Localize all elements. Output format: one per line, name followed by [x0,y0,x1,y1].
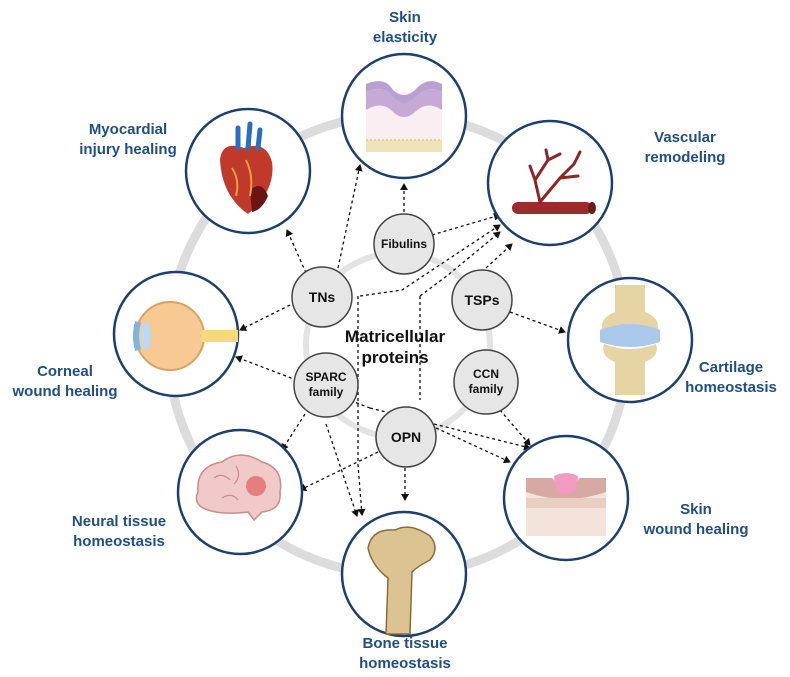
ccn-node-circle [453,349,519,415]
center-title-line1: Matricellular [344,327,446,346]
opn-label: OPN [390,428,422,445]
arrow-tns-eye [239,304,291,331]
skin-wound-line1: Skin [680,501,712,518]
tns-node: TNs [292,267,352,327]
fibulins-node: Fibulins [374,214,434,274]
sparc-label-line1: SPARC [305,370,347,384]
label-cartilage-homeostasis: Cartilage homeostasis [676,358,786,398]
sparc-label-line2: family [308,385,344,399]
vascular-illustration [486,119,614,247]
opn-node-circle [375,406,437,468]
neural-line1: Neural tissue [71,513,167,530]
arrow-tns-skin [337,164,363,269]
label-corneal-wound-healing: Corneal wound healing [4,362,126,402]
skin-wound-line2: wound healing [643,521,749,538]
tns-node-circle [291,266,353,328]
bone-line1: Bone tissue [362,635,448,652]
label-skin-elasticity: Skin elasticity [370,8,440,48]
myocardial-line1: Myocardial [88,121,168,138]
fibulins-label: Fibulins [381,236,427,251]
cartilage-illustration [566,276,694,404]
ccn-label-line2: family [468,382,504,396]
vascular-line1: Vascular [654,129,716,146]
skin-elasticity-illustration [340,52,468,180]
sparc-node: SPARC family [294,353,358,417]
neural-line2: homeostasis [73,533,165,550]
arrow-sparc-neural [281,413,306,451]
label-myocardial-injury-healing: Myocardial injury healing [66,120,190,160]
tns-label: TNs [308,288,336,305]
label-bone-homeostasis: Bone tissue homeostasis [350,634,460,674]
corneal-line1: Corneal [37,363,93,380]
bone-line2: homeostasis [359,655,451,672]
eye-illustration [112,270,240,398]
skin-elasticity-line1: Skin [389,9,421,26]
heart-illustration [184,107,312,235]
arrow-opn-neural [299,451,379,491]
tsps-node-circle [451,269,513,331]
ccn-node: CCN family [454,350,518,414]
corneal-line2: wound healing [12,383,118,400]
arrow-tns-vascular [359,224,501,297]
arrows [235,164,566,517]
vascular-line2: remodeling [644,149,726,166]
cartilage-line1: Cartilage [698,359,764,376]
skin-elasticity-line2: elasticity [372,29,438,46]
arrow-center-vascular [419,231,501,297]
arrow-tsps-vascular [485,243,513,269]
arrow-sparc-bone [325,423,359,517]
label-vascular-remodeling: Vascular remodeling [640,128,730,168]
myocardial-line2: injury healing [79,141,177,158]
skin-wound-illustration [502,434,630,562]
arrow-fibulins-vascular [431,212,501,236]
arrow-ccn-skinwound [499,409,531,446]
opn-node: OPN [376,407,436,467]
fibulins-node-circle [373,213,435,275]
ccn-label-line1: CCN [473,367,499,381]
tsps-label: TSPs [464,291,500,308]
arrow-tsps-cartilage [509,311,566,334]
neural-illustration [176,428,304,556]
sparc-node-circle [293,352,359,418]
cartilage-line2: homeostasis [685,379,777,396]
label-skin-wound-healing: Skin wound healing [636,500,756,540]
bone-illustration [340,510,468,638]
arrow-opn-skinwound [435,427,511,464]
arrow-tns-bone [357,296,366,516]
center-title: Matricellular proteins [335,326,455,368]
center-title-line2: proteins [361,348,429,367]
label-neural-homeostasis: Neural tissue homeostasis [60,512,178,552]
tsps-node: TSPs [452,270,512,330]
arrow-tns-heart [285,229,307,274]
